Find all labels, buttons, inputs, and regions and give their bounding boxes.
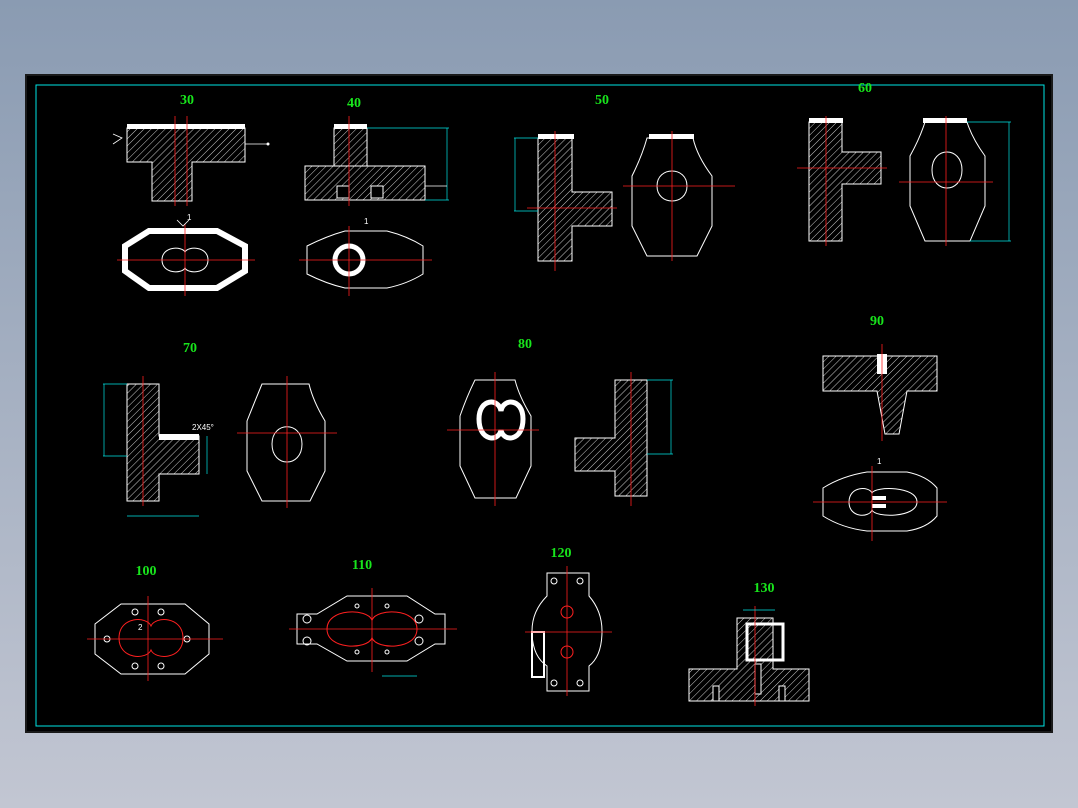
op-50-plan-view xyxy=(623,131,735,261)
op-70-plan-view xyxy=(237,376,337,508)
op-90-label: 90 xyxy=(870,314,884,329)
op-110-plan-view xyxy=(289,588,457,677)
op-80-plan-view xyxy=(447,372,539,506)
op-120-plan-view xyxy=(525,566,612,696)
op-30-plan-view xyxy=(117,219,255,296)
op-50-label: 50 xyxy=(595,93,609,108)
chamfer-note: 2X45° xyxy=(192,423,214,432)
datum-mark-90: 1 xyxy=(877,457,882,466)
inner-frame xyxy=(35,84,1045,727)
op-50-section-view xyxy=(514,131,617,271)
op-100-plan-view xyxy=(87,596,223,681)
op-90-plan-view xyxy=(813,466,947,541)
op-30-section-view xyxy=(112,116,270,206)
op-60-section-view xyxy=(797,116,887,246)
datum-mark-30: 1 xyxy=(187,213,192,222)
op-80-section-view xyxy=(574,372,673,506)
datum-mark-100: 2 xyxy=(138,623,143,632)
op-30-label: 30 xyxy=(180,93,194,108)
op-70-section-view xyxy=(103,376,208,517)
op-130-label: 130 xyxy=(753,581,775,596)
op-130-section-view xyxy=(688,606,810,706)
op-70-label: 70 xyxy=(183,341,197,356)
op-60-label: 60 xyxy=(858,81,872,96)
op-40-section-view xyxy=(304,116,449,206)
drawing-sheet: 30 40 50 60 70 80 90 100 110 120 130 2X4… xyxy=(25,74,1053,733)
cad-drawing xyxy=(35,84,1045,727)
op-90-section-view xyxy=(822,344,938,441)
op-60-plan-view xyxy=(899,116,1011,246)
op-100-label: 100 xyxy=(135,564,157,579)
op-110-label: 110 xyxy=(351,558,373,573)
datum-mark-40: 1 xyxy=(364,217,369,226)
op-40-plan-view xyxy=(299,226,432,296)
op-40-label: 40 xyxy=(347,96,361,111)
op-80-label: 80 xyxy=(518,337,532,352)
op-120-label: 120 xyxy=(550,546,572,561)
